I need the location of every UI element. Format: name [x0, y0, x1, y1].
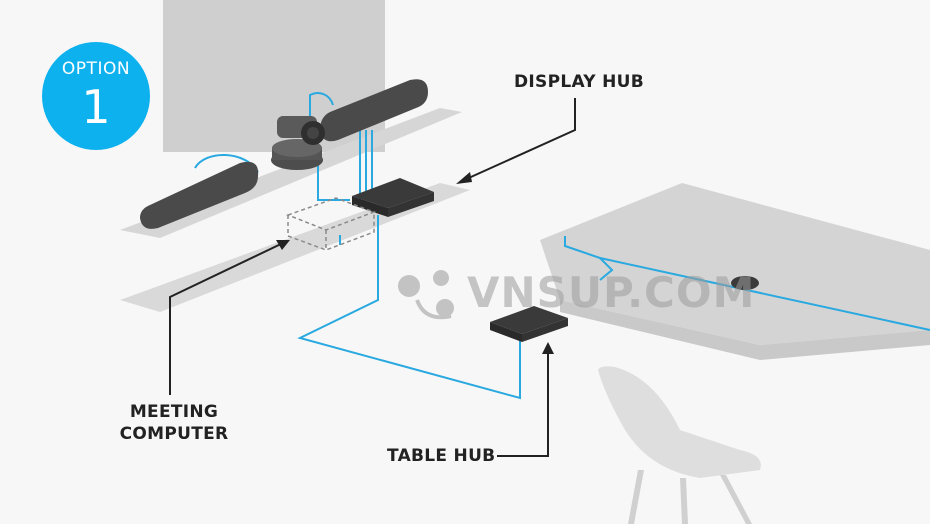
- meeting-computer-label-line1: MEETING: [129, 402, 219, 422]
- arrow-meeting-computer: [276, 240, 290, 250]
- cable-display-to-table: [297, 215, 521, 400]
- table-hub-device: [490, 306, 568, 342]
- meeting-computer-label: MEETING COMPUTER: [110, 401, 238, 445]
- meeting-computer-label-line2: COMPUTER: [119, 424, 229, 444]
- option-word: OPTION: [61, 59, 131, 79]
- leader-lines: [169, 98, 576, 457]
- cable-table-long: [599, 257, 930, 331]
- option-number: 1: [81, 80, 111, 134]
- speaker-right: [320, 79, 428, 142]
- chair: [598, 366, 761, 524]
- arrow-table-hub: [542, 342, 554, 354]
- watermark: VNSUP.COM: [395, 264, 754, 326]
- arrow-display-hub: [456, 172, 472, 184]
- leader-table-hub: [497, 350, 549, 457]
- watermark-text: VNSUP.COM: [467, 268, 756, 317]
- display-hub-device: [352, 178, 434, 217]
- speaker-left: [140, 161, 259, 229]
- cables: [194, 92, 930, 400]
- table-edge: [560, 300, 930, 360]
- camera: [271, 116, 325, 170]
- leader-display-hub: [461, 98, 576, 182]
- watermark-logo-icon: [398, 270, 454, 320]
- leader-meeting-computer: [169, 242, 284, 395]
- table-surface: [540, 183, 930, 345]
- option-badge: OPTION 1: [42, 42, 150, 150]
- table-hub-label: TABLE HUB: [387, 446, 496, 466]
- cable-speaker-right: [309, 92, 334, 118]
- meeting-computer-device: [285, 197, 377, 251]
- table-microphone: [731, 276, 759, 290]
- display-hub-label: DISPLAY HUB: [514, 72, 645, 92]
